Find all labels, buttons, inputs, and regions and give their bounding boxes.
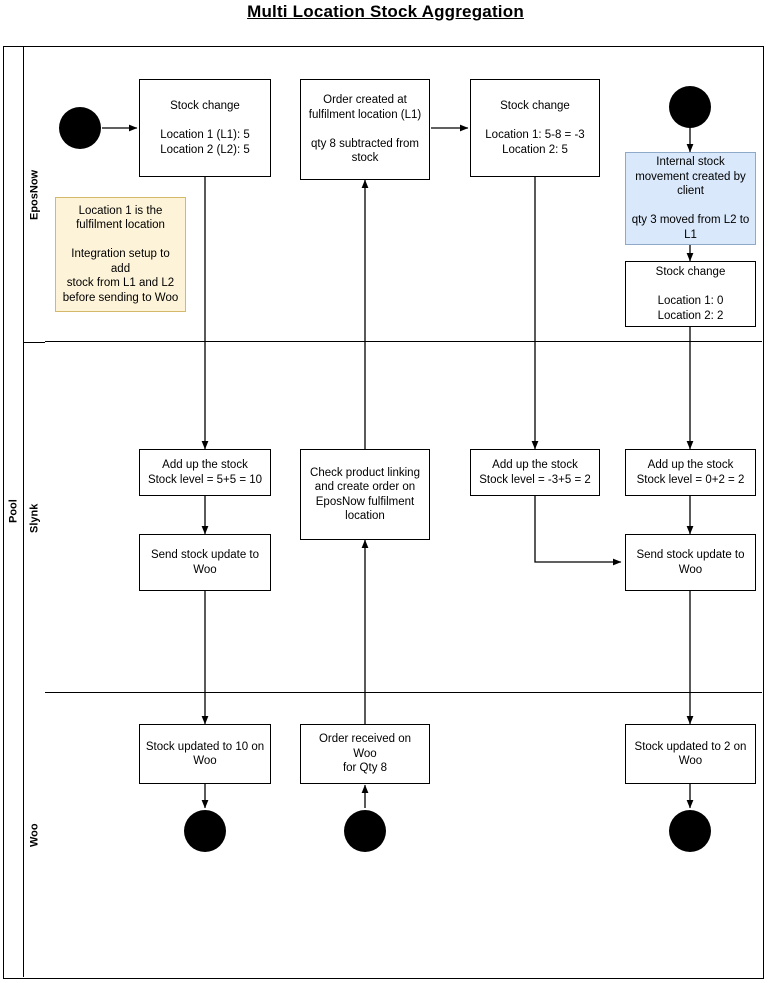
task-epos-stock-change-2[interactable]: Stock change Location 1: 5-8 = -3 Locati…	[470, 79, 600, 177]
page-title: Multi Location Stock Aggregation	[247, 2, 524, 21]
start-event-2[interactable]	[669, 86, 711, 128]
task-slynk-add-up-stock-3[interactable]: Add up the stock Stock level = 0+2 = 2	[625, 449, 756, 496]
start-event-1[interactable]	[59, 107, 101, 149]
task-woo-stock-updated-2[interactable]: Stock updated to 2 on Woo	[625, 724, 756, 784]
task-slynk-add-up-stock-1[interactable]: Add up the stock Stock level = 5+5 = 10	[139, 449, 271, 496]
task-slynk-send-stock-update-2[interactable]: Send stock update to Woo	[625, 534, 756, 591]
task-slynk-check-product-linking[interactable]: Check product linking and create order o…	[300, 449, 430, 540]
pool-label: Pool	[3, 46, 23, 977]
task-epos-stock-change-3[interactable]: Stock change Location 1: 0 Location 2: 2	[625, 261, 756, 327]
lane-label-slynk: Slynk	[23, 342, 45, 693]
task-slynk-add-up-stock-2[interactable]: Add up the stock Stock level = -3+5 = 2	[470, 449, 600, 496]
annotation-fulfilment-note: Location 1 is the fulfilment location In…	[55, 197, 186, 312]
end-event-3[interactable]	[669, 810, 711, 852]
end-event-2[interactable]	[344, 810, 386, 852]
lane-label-woo: Woo	[23, 693, 45, 977]
end-event-1[interactable]	[184, 810, 226, 852]
lane-body-eposnow	[45, 46, 762, 342]
lane-body-slynk	[45, 342, 762, 693]
task-slynk-send-stock-update-1[interactable]: Send stock update to Woo	[139, 534, 271, 591]
lane-label-eposnow: EposNow	[23, 46, 45, 342]
task-epos-internal-movement[interactable]: Internal stock movement created by clien…	[625, 152, 756, 245]
task-epos-order-created[interactable]: Order created at fulfilment location (L1…	[300, 79, 430, 180]
task-woo-order-received[interactable]: Order received on Woo for Qty 8	[300, 724, 430, 784]
task-woo-stock-updated-10[interactable]: Stock updated to 10 on Woo	[139, 724, 271, 784]
task-epos-stock-change-1[interactable]: Stock change Location 1 (L1): 5 Location…	[139, 79, 271, 177]
